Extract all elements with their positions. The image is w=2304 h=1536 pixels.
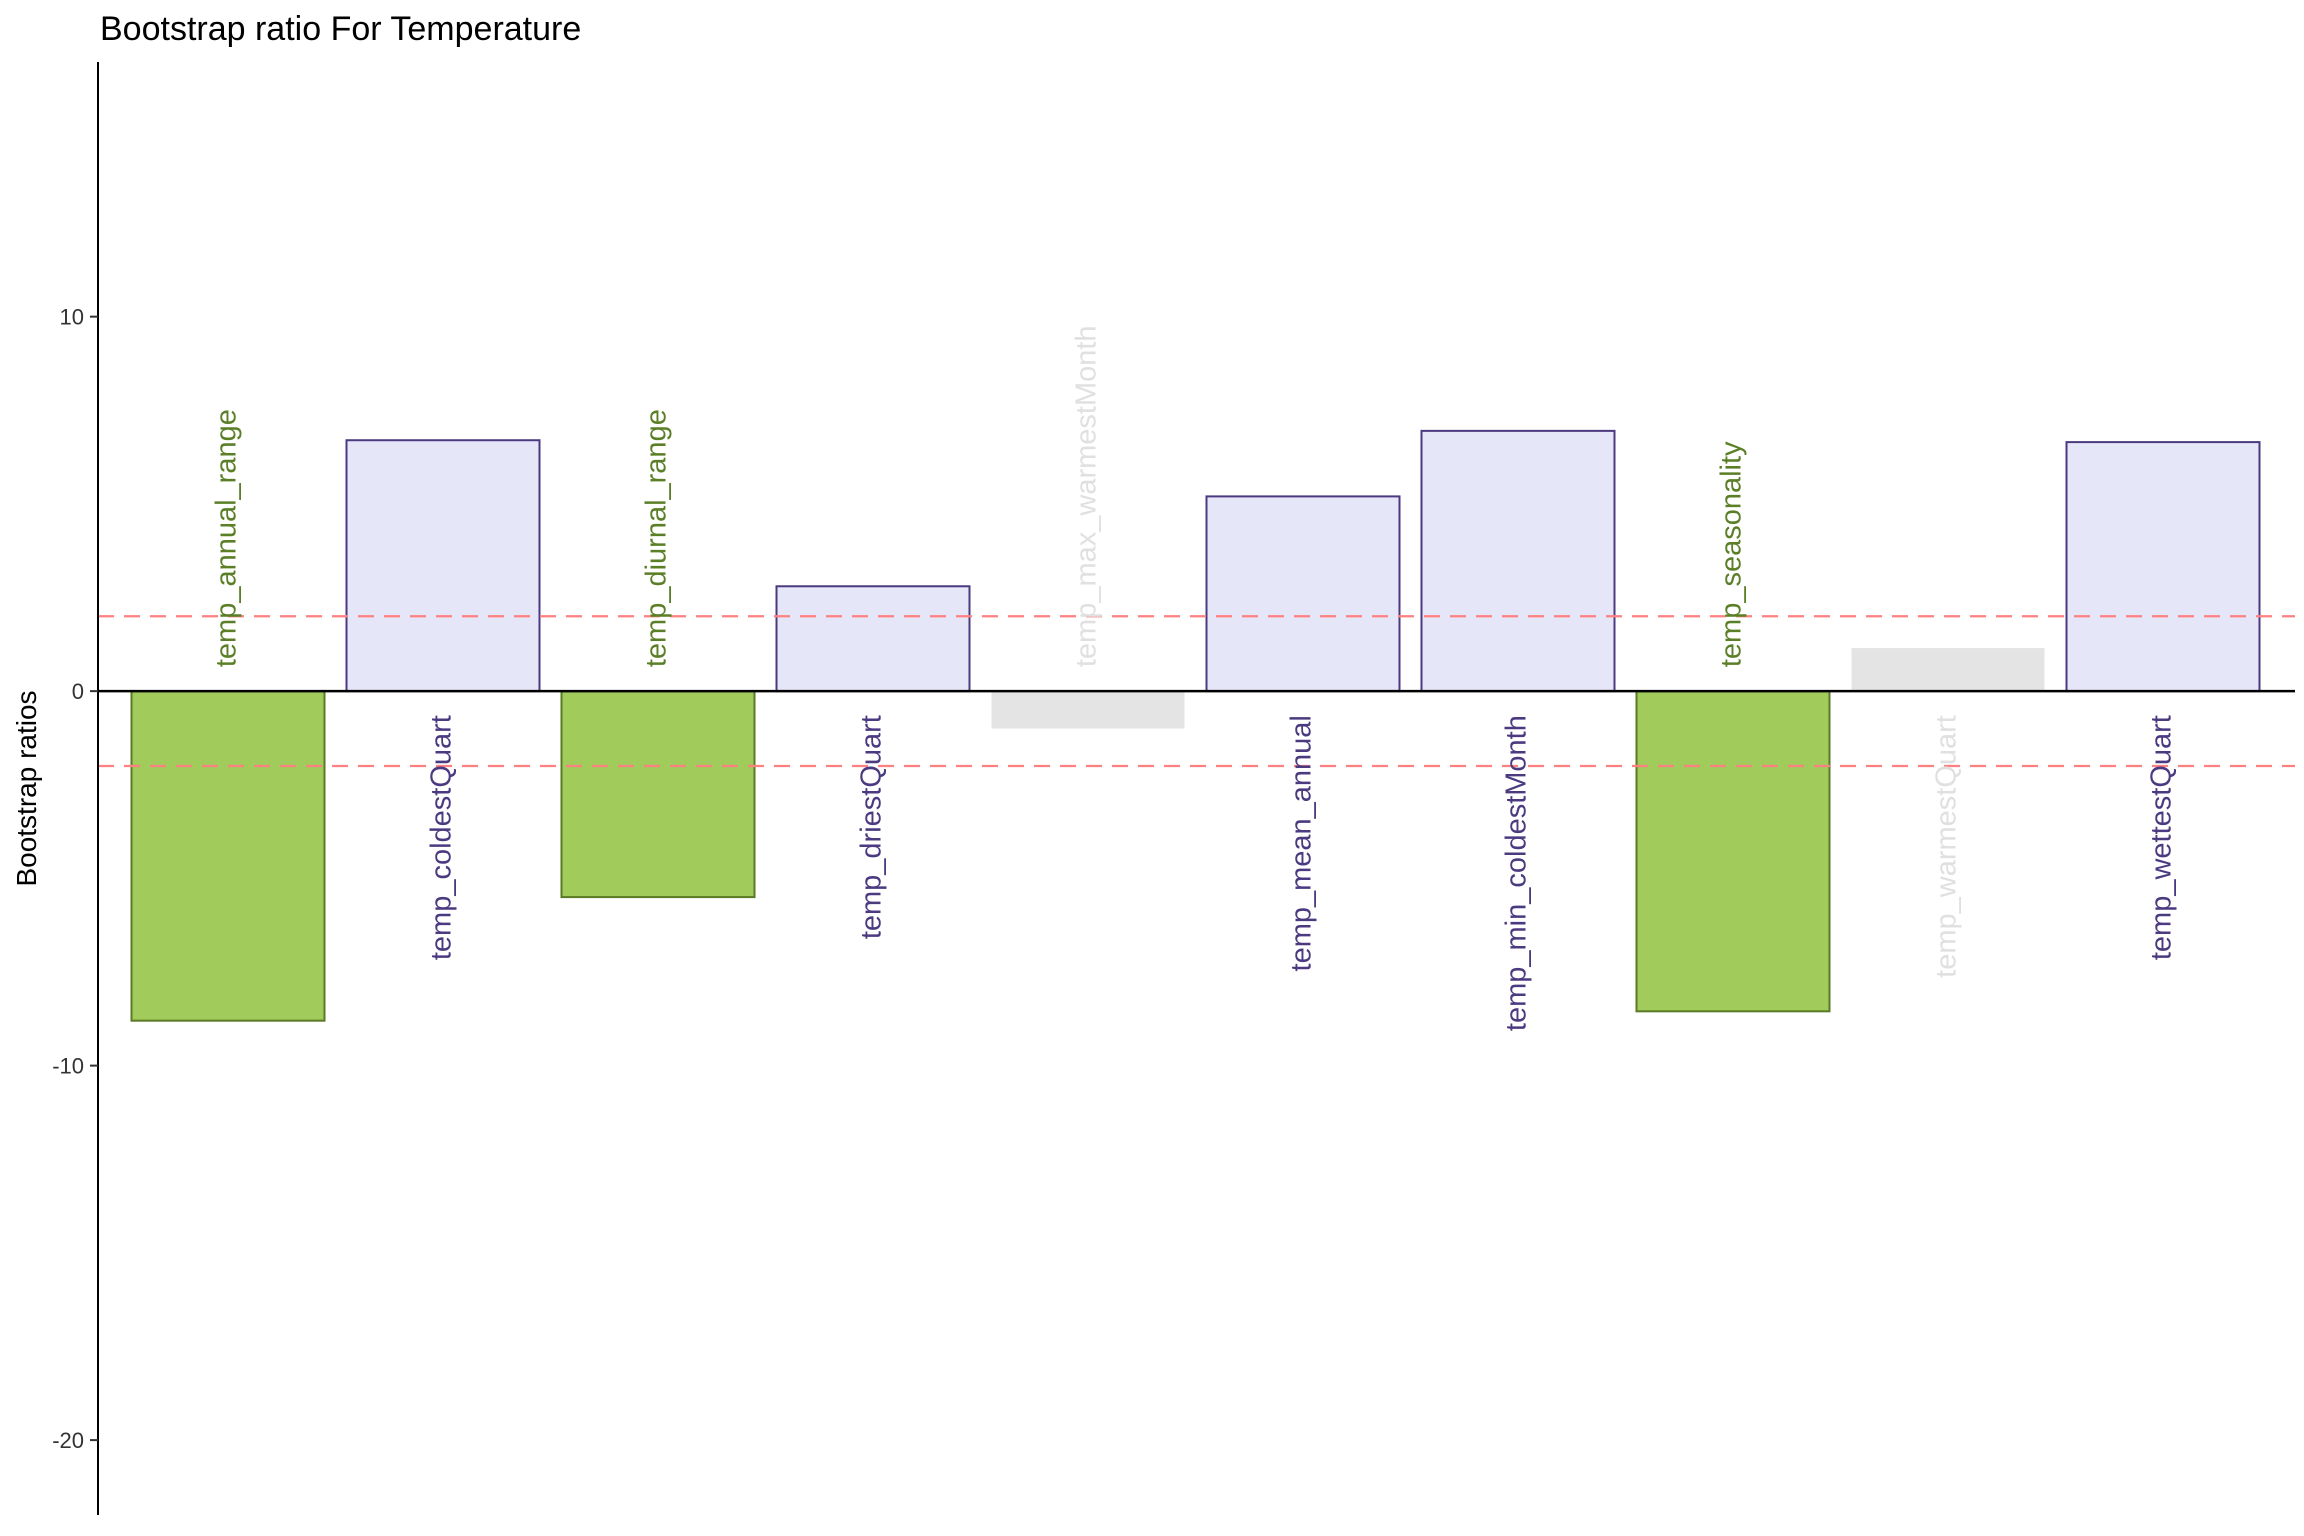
y-axis: 10 0 -10 -20	[52, 62, 2295, 1515]
bar-label-temp-warmestQuart: temp_warmestQuart	[1931, 715, 1963, 978]
bar-labels: temp_annual_range temp_coldestQuart temp_d…	[211, 325, 2178, 1031]
reference-lines	[98, 615, 2295, 768]
y-tick-label: -10	[52, 1054, 84, 1079]
bar-temp-max-warmestMonth	[991, 691, 1185, 729]
bar-temp-diurnal-range	[560, 690, 756, 899]
bar-label-temp-annual-range: temp_annual_range	[211, 409, 243, 667]
y-tick-label: 0	[72, 679, 84, 704]
bar-temp-mean-annual	[1205, 495, 1401, 693]
bar-temp-wettestQuart	[2065, 441, 2261, 693]
bar-label-temp-diurnal-range: temp_diurnal_range	[641, 409, 673, 667]
bar-temp-coldestQuart	[345, 439, 541, 693]
bar-label-temp-coldestQuart: temp_coldestQuart	[426, 715, 458, 960]
bars-layer	[130, 429, 2261, 1022]
y-tick-label: -20	[52, 1428, 84, 1453]
bar-label-temp-min-coldestMonth: temp_min_coldestMonth	[1501, 715, 1533, 1031]
bar-temp-annual-range	[130, 690, 326, 1022]
bar-label-temp-wettestQuart: temp_wettestQuart	[2146, 715, 2178, 960]
bar-temp-driestQuart	[775, 585, 971, 693]
bar-temp-seasonality	[1635, 690, 1831, 1013]
y-axis-label: Bootstrap ratios	[11, 690, 42, 886]
y-tick-label: 10	[60, 305, 84, 330]
bar-label-temp-driestQuart: temp_driestQuart	[856, 715, 888, 939]
bar-temp-min-coldestMonth	[1420, 429, 1616, 693]
chart-title: Bootstrap ratio For Temperature	[100, 10, 581, 48]
bar-label-temp-max-warmestMonth: temp_max_warmestMonth	[1071, 325, 1103, 667]
bar-label-temp-seasonality: temp_seasonality	[1716, 441, 1748, 667]
bar-label-temp-mean-annual: temp_mean_annual	[1286, 715, 1318, 971]
bar-temp-warmestQuart	[1851, 648, 2045, 692]
